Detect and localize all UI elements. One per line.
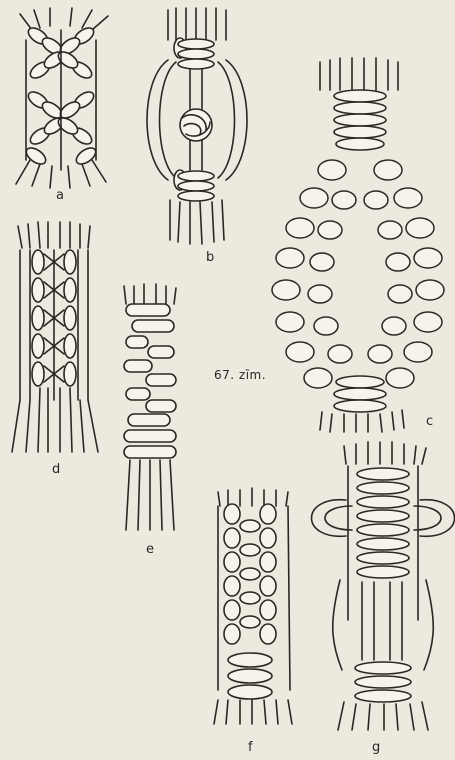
label-f: f [248, 740, 253, 755]
diagram-g-loops [312, 442, 455, 730]
label-d: d [52, 462, 60, 477]
diagram-e-twist [124, 284, 176, 530]
diagram-f-column [214, 488, 292, 724]
label-a: a [56, 188, 64, 203]
label-c: c [426, 414, 433, 429]
label-e: e [146, 542, 154, 557]
label-g: g [372, 740, 380, 755]
diagram-a-braid [16, 8, 108, 188]
diagram-c-chain-loop [272, 58, 444, 432]
diagram-d-column [12, 222, 98, 452]
figure-caption: 67. zīm. [214, 368, 266, 382]
label-b: b [206, 250, 214, 265]
diagram-b-ring [147, 8, 247, 244]
